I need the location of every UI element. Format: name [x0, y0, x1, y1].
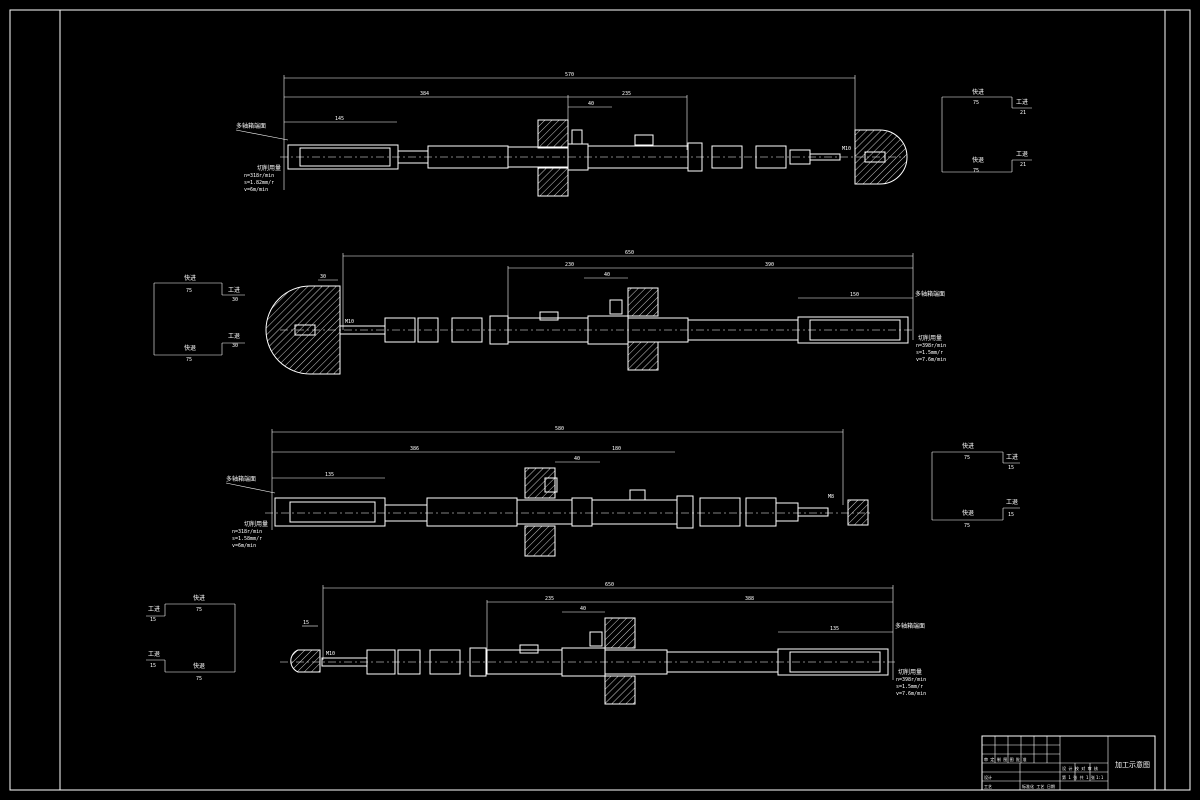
v3-right-dim: 180 — [612, 446, 621, 452]
svg-text:快退: 快退 — [193, 662, 205, 670]
svg-text:工进: 工进 — [1016, 98, 1028, 106]
outer-border — [9, 9, 1191, 791]
svg-text:30: 30 — [232, 343, 238, 349]
v2-cut-s: s=1.5mm/r — [916, 350, 943, 356]
drawing-name: 加工示意图 — [1115, 760, 1150, 769]
v1-cut-v: v=6m/min — [244, 187, 268, 193]
svg-text:75: 75 — [196, 607, 202, 613]
svg-text:工进: 工进 — [148, 605, 160, 613]
v4-left-dim: 235 — [545, 596, 554, 602]
svg-text:工退: 工退 — [228, 332, 240, 340]
title-row-3: 标准化 工艺 日期 — [1022, 783, 1055, 789]
v2-bore-end-label: 多轴箱端面 — [915, 290, 945, 298]
svg-text:75: 75 — [973, 100, 979, 106]
svg-text:15: 15 — [150, 663, 156, 669]
v4-cut-title: 切削用量 — [898, 668, 922, 676]
v4-thread: M10 — [326, 651, 335, 657]
svg-text:21: 21 — [1020, 162, 1026, 168]
title-block: 加工示意图 审 定 制 图 图 批 准 设 计 校 对 审 核 第 1 张 共 … — [981, 735, 1156, 791]
v1-overall-dim: 570 — [565, 72, 574, 78]
v4-cut-n: n=398r/min — [896, 677, 926, 683]
v2-overall-dim: 650 — [625, 250, 634, 256]
svg-text:75: 75 — [964, 523, 970, 529]
svg-text:75: 75 — [186, 288, 192, 294]
svg-text:15: 15 — [303, 620, 309, 626]
v3-small-dim: 135 — [325, 472, 334, 478]
v3-cut-s: s=1.58mm/r — [232, 536, 262, 542]
v2-cut-title: 切削用量 — [918, 334, 942, 342]
v4-side-box: 快进 75 工进 15 工退 15 快退 75 — [146, 594, 236, 682]
v1-small-dim: 145 — [335, 116, 344, 122]
title-sheet: 第 1 张 共 1 张 — [1062, 774, 1095, 780]
v3-overall-dim: 580 — [555, 426, 564, 432]
v1-cut-s: s=1.82mm/r — [244, 180, 274, 186]
svg-text:75: 75 — [186, 357, 192, 363]
v2-cut-n: n=398r/min — [916, 343, 946, 349]
v4-right-dim: 388 — [745, 596, 754, 602]
view-4: 650 235 388 40 135 15 M10 多轴箱端面 切削用量 n= — [146, 582, 926, 705]
v1-left-dim: 384 — [420, 91, 429, 97]
inner-border — [59, 9, 1166, 791]
title-scale: 1:1 — [1096, 775, 1104, 780]
svg-text:工进: 工进 — [1006, 453, 1018, 461]
v4-bore-end-label: 多轴箱端面 — [895, 622, 925, 630]
svg-text:75: 75 — [196, 676, 202, 682]
svg-text:15: 15 — [150, 617, 156, 623]
v1-right-dim: 235 — [622, 91, 631, 97]
v3-cut-v: v=6m/min — [232, 543, 256, 549]
v4-mid-dim: 40 — [580, 606, 586, 612]
svg-text:15: 15 — [1008, 465, 1014, 471]
title-row-2: 设 计 校 对 审 核 — [1062, 765, 1098, 771]
svg-text:75: 75 — [973, 168, 979, 174]
svg-text:75: 75 — [964, 455, 970, 461]
v4-cut-s: s=1.5mm/r — [896, 684, 923, 690]
svg-text:快进: 快进 — [184, 274, 196, 282]
svg-text:工退: 工退 — [1016, 150, 1028, 158]
v2-right-dim: 390 — [765, 262, 774, 268]
v1-side-box: 快进 75 工进 21 工退 21 快退 75 — [941, 88, 1032, 174]
view-3: 580 386 180 40 135 M8 多轴箱端面 切削用量 n=318r/… — [225, 426, 1020, 557]
title-process: 工艺 — [984, 784, 992, 789]
svg-text:30: 30 — [320, 274, 326, 280]
v1-mid-dim: 40 — [588, 101, 594, 107]
svg-text:工进: 工进 — [228, 286, 240, 294]
v2-cut-v: v=7.6m/min — [916, 357, 946, 363]
svg-text:快进: 快进 — [193, 594, 205, 602]
v3-thread: M8 — [828, 494, 834, 500]
v2-small-dim: 150 — [850, 292, 859, 298]
svg-text:快进: 快进 — [962, 442, 974, 450]
svg-text:快退: 快退 — [962, 509, 974, 517]
v4-cut-v: v=7.6m/min — [896, 691, 926, 697]
svg-text:快进: 快进 — [972, 88, 984, 96]
svg-text:15: 15 — [1008, 512, 1014, 518]
view-1: 570 384 235 40 145 M10 — [235, 72, 1032, 197]
svg-text:30: 30 — [232, 297, 238, 303]
title-row-1: 审 定 制 图 图 批 准 — [984, 756, 1026, 762]
title-designer: 设计 — [984, 774, 992, 780]
v4-overall-dim: 650 — [605, 582, 614, 588]
v1-bore-end-label: 多轴箱端面 — [236, 122, 266, 130]
v3-mid-dim: 40 — [574, 456, 580, 462]
v3-side-box: 快进 75 工进 15 工退 15 快退 75 — [931, 442, 1020, 529]
svg-text:工退: 工退 — [1006, 498, 1018, 506]
v1-cut-n: n=318r/min — [244, 173, 274, 179]
view-2: 650 230 390 40 150 30 M10 多轴箱端面 切 — [153, 250, 946, 375]
v1-thread: M10 — [842, 146, 851, 152]
svg-text:快退: 快退 — [972, 156, 984, 164]
svg-text:21: 21 — [1020, 110, 1026, 116]
v4-small-dim: 135 — [830, 626, 839, 632]
v3-cut-title: 切削用量 — [244, 520, 268, 528]
v2-side-box: 快进 75 工进 30 工退 30 快退 75 — [153, 274, 245, 363]
v3-bore-end-label: 多轴箱端面 — [226, 475, 256, 483]
svg-text:工退: 工退 — [148, 650, 160, 658]
v3-left-dim: 386 — [410, 446, 419, 452]
v1-cut-title: 切削用量 — [257, 164, 281, 172]
v2-left-dim: 230 — [565, 262, 574, 268]
svg-text:快退: 快退 — [184, 344, 196, 352]
v2-thread: M10 — [345, 319, 354, 325]
v2-mid-dim: 40 — [604, 272, 610, 278]
v3-cut-n: n=318r/min — [232, 529, 262, 535]
